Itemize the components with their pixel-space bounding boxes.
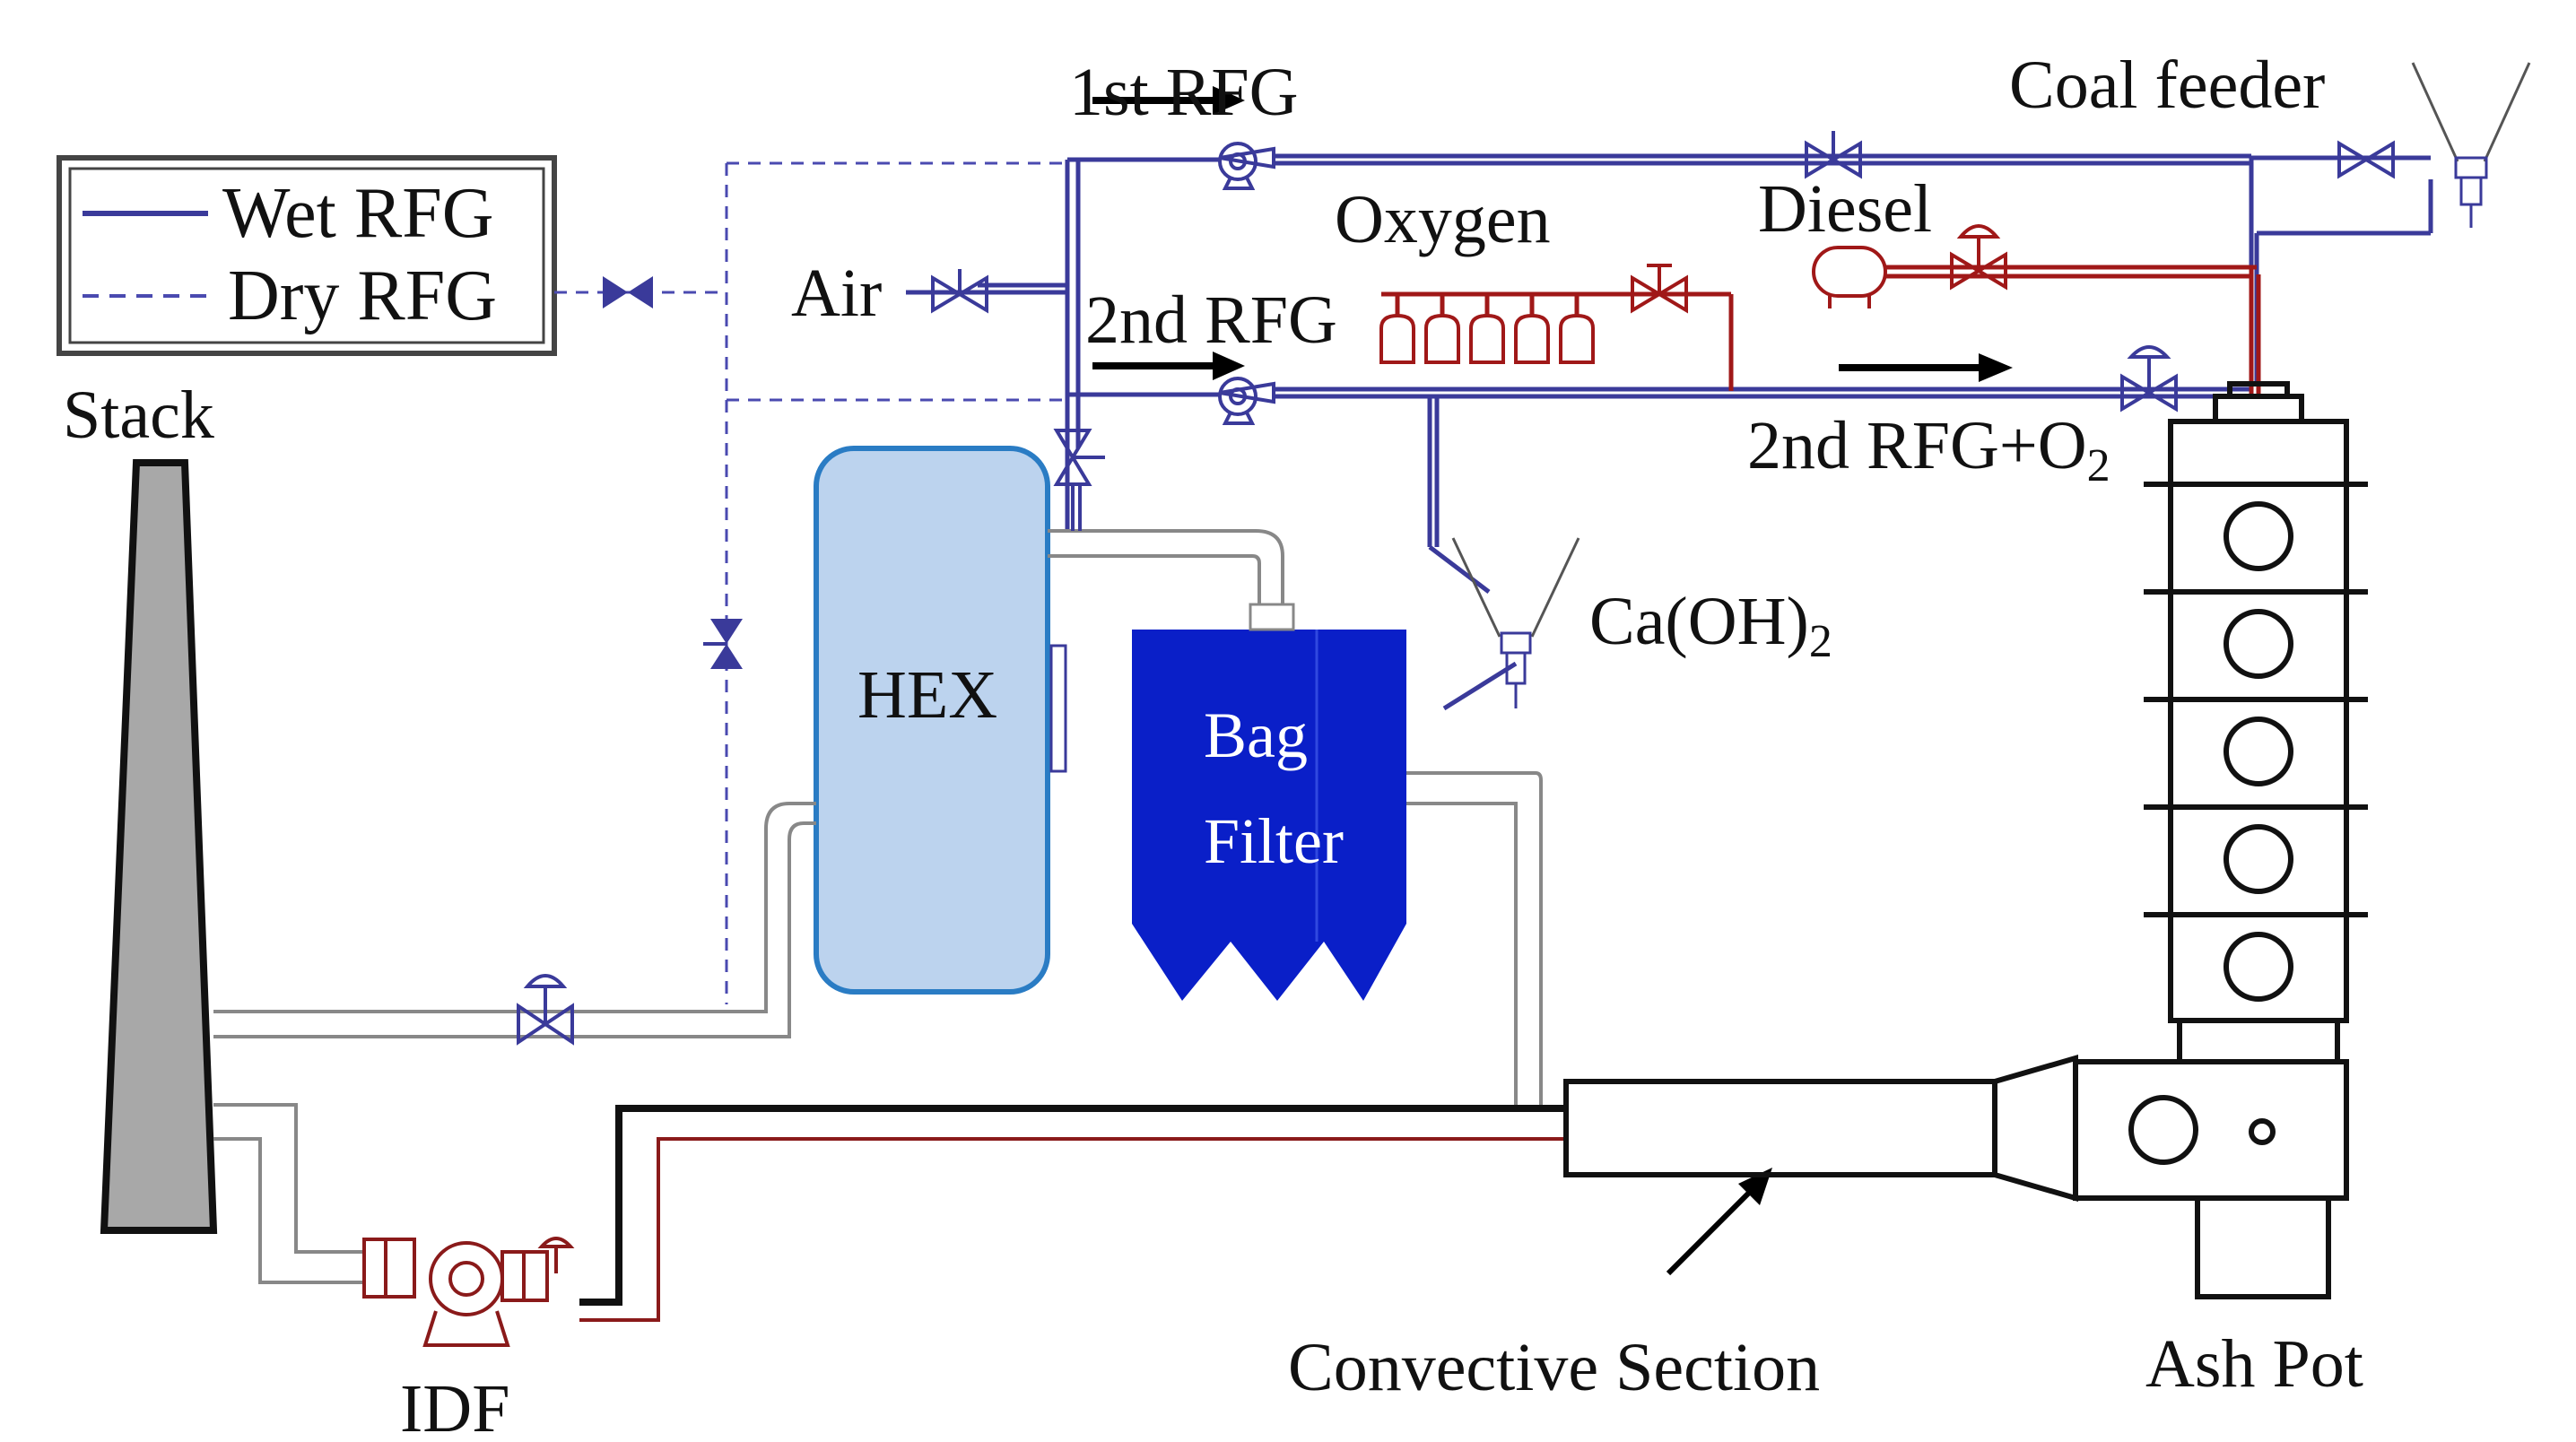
- label-idf: IDF: [400, 1371, 509, 1442]
- flow-arrow-icon: [1092, 86, 1245, 115]
- control-valve-icon: [1950, 224, 2007, 291]
- diesel-tank-icon: [1812, 246, 1887, 308]
- idf-fan-icon: [362, 1237, 575, 1347]
- legend-dry-label: Dry RFG: [228, 256, 497, 335]
- bag-filter: [1132, 603, 1406, 1001]
- stack: [100, 459, 218, 1234]
- fan-2nd-rfg-icon: [1218, 377, 1275, 425]
- flow-arrow-icon: [1092, 352, 1245, 380]
- label-hex: HEX: [857, 657, 997, 733]
- hex-level-gauge: [1049, 644, 1067, 773]
- valve-icon: [931, 269, 988, 314]
- valve-icon: [1805, 131, 1862, 179]
- convective-section: [1563, 1055, 2078, 1202]
- label-oxygen: Oxygen: [1335, 182, 1551, 257]
- label-air: Air: [791, 256, 882, 331]
- label-caoh2: Ca(OH)2: [1589, 584, 1832, 667]
- ash-pot-chamber: [2073, 1059, 2349, 1299]
- legend-wet-label: Wet RFG: [222, 174, 493, 253]
- oxygen-cylinders: [1379, 313, 1595, 364]
- hex-to-bagfilter-pipe: [1048, 484, 1284, 604]
- furnace-column: [2144, 381, 2368, 1064]
- label-2nd-rfg: 2nd RFG: [1085, 282, 1337, 358]
- label-filter: Filter: [1204, 805, 1344, 877]
- label-coal-feeder: Coal feeder: [2009, 48, 2325, 123]
- label-bag: Bag: [1204, 699, 1308, 771]
- valve-icon: [1053, 429, 1105, 486]
- valve-icon: [1631, 264, 1688, 314]
- label-convective-section: Convective Section: [1288, 1330, 1820, 1405]
- flow-arrow-icon: [1839, 353, 2013, 382]
- label-ash-pot: Ash Pot: [2145, 1326, 2363, 1402]
- valve-icon: [2337, 140, 2395, 179]
- hex-heat-exchanger: [814, 446, 1050, 995]
- caoh2-hopper-icon: [1451, 537, 1580, 708]
- valve-icon: [703, 619, 743, 669]
- control-valve-icon: [517, 974, 574, 1046]
- valve-icon: [603, 276, 653, 308]
- oxygen-lines: [1381, 265, 2261, 395]
- fan-1st-rfg-icon: [1218, 142, 1275, 190]
- legend: Wet RFG Dry RFG: [57, 155, 557, 356]
- control-valve-icon: [2120, 345, 2178, 413]
- label-diesel: Diesel: [1758, 171, 1932, 247]
- flue-gas-pipes: [213, 771, 1566, 1322]
- label-2nd-rfg-o2: 2nd RFG+O2: [1747, 408, 2110, 491]
- label-stack: Stack: [63, 378, 214, 453]
- label-1st-rfg: 1st RFG: [1069, 55, 1299, 130]
- pointer-arrow-icon: [1666, 1168, 1772, 1276]
- coal-feeder-hopper-icon: [2411, 62, 2531, 228]
